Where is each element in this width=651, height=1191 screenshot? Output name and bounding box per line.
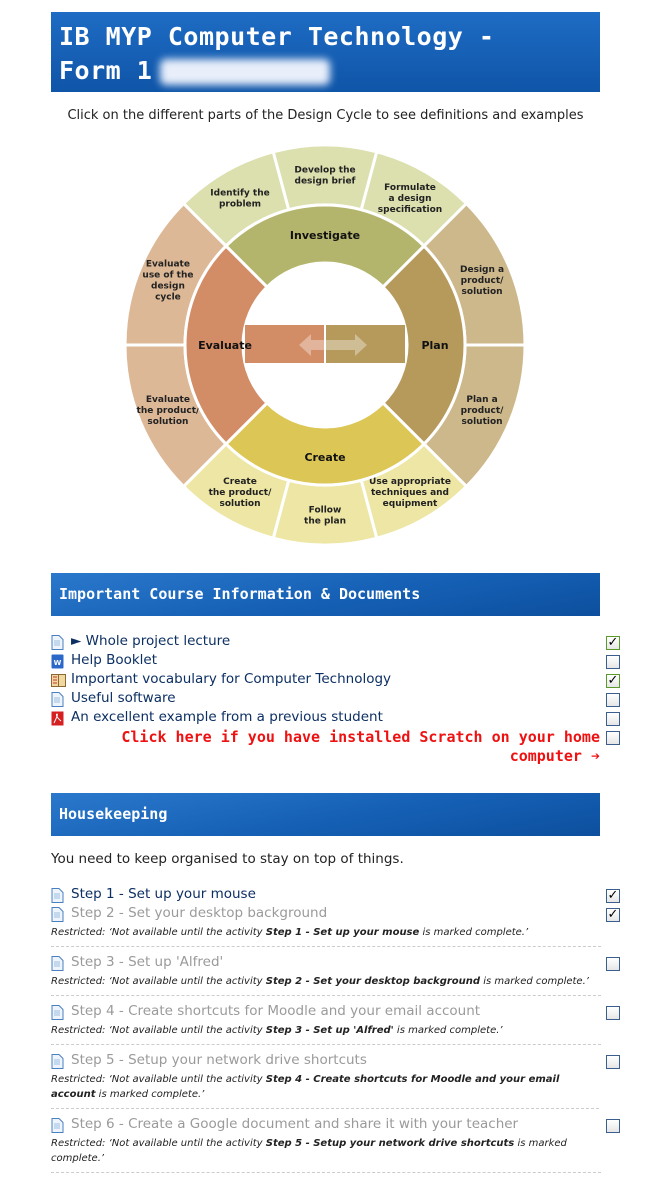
course-item-link[interactable]: Help Booklet — [71, 652, 158, 668]
svg-text:W: W — [54, 659, 62, 667]
completion-checkbox[interactable] — [606, 1006, 620, 1020]
inner-segment-plan[interactable] — [380, 243, 467, 447]
completion-checkbox[interactable] — [606, 655, 620, 669]
inner-segment-label: Create — [304, 451, 345, 464]
step-item[interactable]: Step 2 - Set your desktop background ✓ — [51, 905, 621, 924]
course-item-link[interactable]: ► Whole project lecture — [71, 633, 231, 649]
restriction-note: Restricted: ‘Not available until the act… — [51, 925, 601, 947]
step-link[interactable]: Step 2 - Set your desktop background — [71, 905, 328, 921]
completion-checkbox[interactable] — [606, 693, 620, 707]
step-link[interactable]: Step 4 - Create shortcuts for Moodle and… — [71, 1003, 481, 1019]
page-icon — [51, 907, 64, 922]
restriction-note: Restricted: ‘Not available until the act… — [51, 1072, 599, 1109]
plan-bar — [325, 325, 405, 363]
page-icon — [51, 1118, 64, 1133]
page-icon — [51, 1054, 64, 1069]
section-header-course-info: Important Course Information & Documents — [51, 573, 600, 616]
course-item-link[interactable]: An excellent example from a previous stu… — [71, 709, 383, 725]
section-header-housekeeping: Housekeeping — [51, 793, 600, 836]
completion-checkbox[interactable] — [606, 712, 620, 726]
step-item[interactable]: Step 5 - Setup your network drive shortc… — [51, 1052, 621, 1071]
inner-segment-evaluate[interactable] — [183, 243, 270, 447]
completion-checkbox[interactable]: ✓ — [606, 635, 620, 650]
course-item-link[interactable]: Useful software — [71, 690, 176, 706]
course-item[interactable]: ► Whole project lecture ✓ — [51, 633, 621, 652]
course-item-link[interactable]: Important vocabulary for Computer Techno… — [71, 671, 392, 687]
course-banner: IB MYP Computer Technology -Form 1 — [51, 12, 600, 92]
step-item[interactable]: Step 6 - Create a Google document and sh… — [51, 1116, 621, 1135]
step-link[interactable]: Step 6 - Create a Google document and sh… — [71, 1116, 519, 1132]
step-item[interactable]: Step 1 - Set up your mouse ✓ — [51, 886, 621, 905]
step-link[interactable]: Step 5 - Setup your network drive shortc… — [71, 1052, 367, 1068]
completion-checkbox[interactable] — [606, 1119, 620, 1133]
blurred-name — [160, 59, 331, 85]
restriction-note: Restricted: ‘Not available until the act… — [51, 1136, 601, 1173]
inner-segment-label: Plan — [421, 339, 448, 352]
word-icon: W — [51, 654, 64, 669]
inner-segment-label: Investigate — [290, 229, 360, 242]
arrow-icon — [333, 334, 367, 356]
evaluate-bar — [245, 325, 325, 363]
pdf-icon — [51, 711, 64, 726]
arrow-icon — [299, 334, 333, 356]
glossary-icon — [51, 673, 66, 688]
restriction-note: Restricted: ‘Not available until the act… — [51, 1023, 601, 1045]
step-item[interactable]: Step 4 - Create shortcuts for Moodle and… — [51, 1003, 621, 1022]
course-item[interactable]: Important vocabulary for Computer Techno… — [51, 671, 621, 690]
completion-checkbox[interactable]: ✓ — [606, 673, 620, 688]
scratch-link[interactable]: Click here if you have installed Scratch… — [51, 728, 620, 766]
course-item[interactable]: An excellent example from a previous stu… — [51, 709, 621, 728]
course-title: IB MYP Computer Technology -Form 1 — [59, 22, 495, 85]
step-item[interactable]: Step 3 - Set up 'Alfred' — [51, 954, 621, 973]
page-icon — [51, 956, 64, 971]
step-link[interactable]: Step 3 - Set up 'Alfred' — [71, 954, 224, 970]
completion-checkbox[interactable] — [606, 957, 620, 971]
completion-checkbox[interactable]: ✓ — [606, 888, 620, 903]
page-icon — [51, 635, 64, 650]
restriction-note: Restricted: ‘Not available until the act… — [51, 974, 601, 996]
step-link[interactable]: Step 1 - Set up your mouse — [71, 886, 256, 902]
course-item[interactable]: W Help Booklet — [51, 652, 621, 671]
completion-checkbox[interactable] — [606, 731, 620, 745]
inner-segment-label: Evaluate — [198, 339, 252, 352]
page-icon — [51, 888, 64, 903]
page-icon — [51, 1005, 64, 1020]
page-icon — [51, 692, 64, 707]
completion-checkbox[interactable] — [606, 1055, 620, 1069]
housekeeping-intro: You need to keep organised to stay on to… — [51, 851, 404, 867]
course-item[interactable]: Useful software — [51, 690, 621, 709]
completion-checkbox[interactable]: ✓ — [606, 907, 620, 922]
inner-segment-create[interactable] — [223, 400, 427, 487]
inner-segment-investigate[interactable] — [223, 203, 427, 290]
design-cycle-instructions: Click on the different parts of the Desi… — [67, 108, 584, 123]
